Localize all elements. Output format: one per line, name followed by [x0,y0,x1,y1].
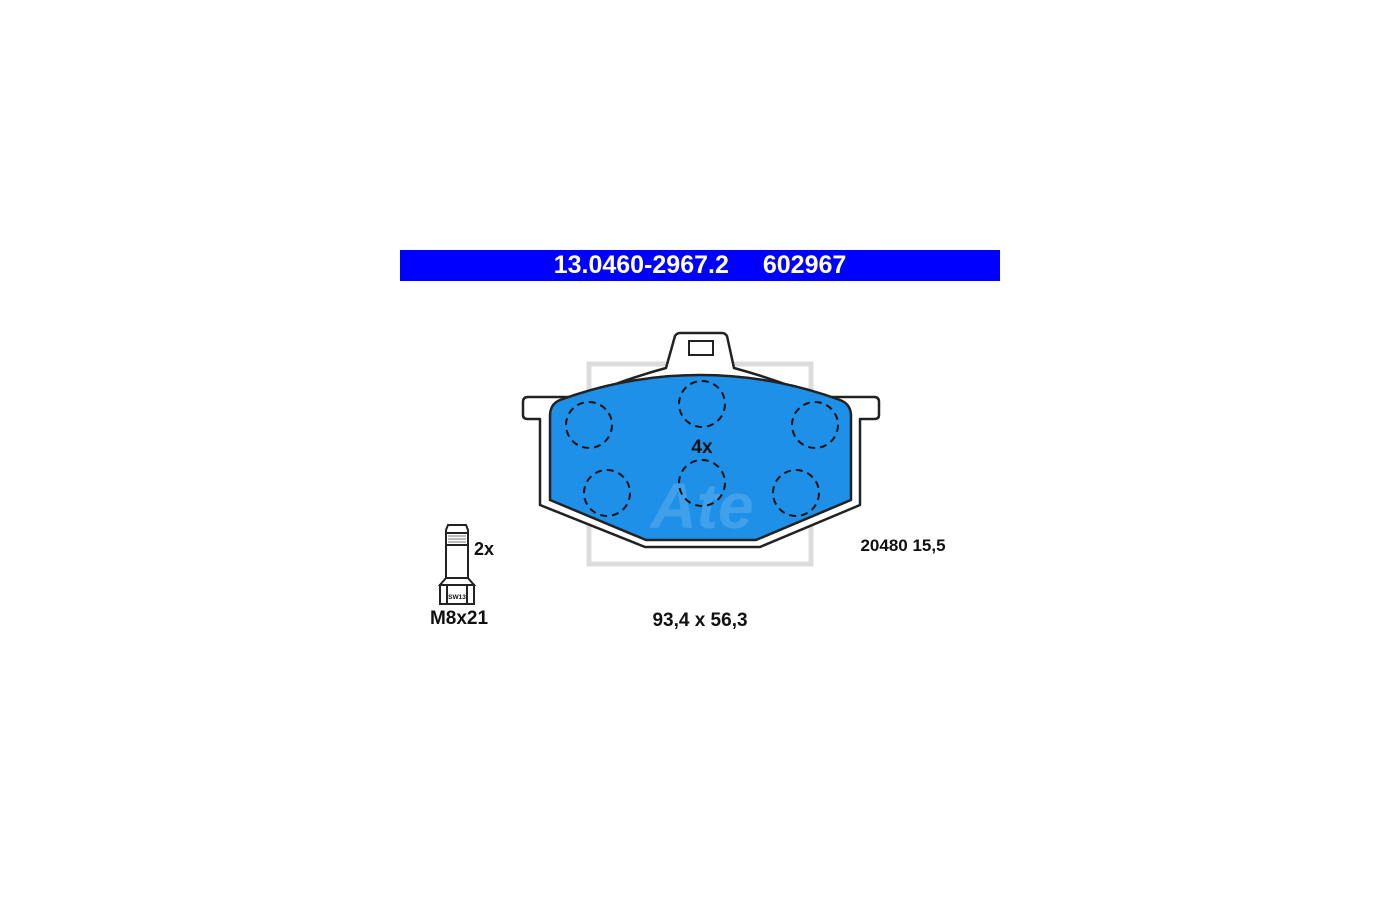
sensor-count-label: 4x [691,437,713,458]
sensor-circle-upper-right [791,401,839,449]
friction-pad [548,373,853,542]
bolt-thread-hatch [448,535,466,543]
sensor-circle-lower-right [772,469,820,517]
sensor-circle-center [678,459,726,507]
sensor-circle-top [678,380,726,428]
tab-hole [688,340,714,356]
sensor-circle-upper-left [565,401,613,449]
bolt-size-label: M8x21 [430,608,489,629]
sensor-circle-lower-left [583,469,631,517]
ref-number: 602967 [762,251,847,279]
pad-dimensions-label: 93,4 x 56,3 [652,610,747,631]
bolt-drawing [437,524,477,605]
part-number: 13.0460-2967.2 [553,251,729,279]
bolt-wrench-label: SW13 [448,594,466,601]
bolt-collar [437,577,477,586]
bolt-count-label: 2x [474,539,494,559]
sensor-circles [565,380,839,517]
bolt-head [439,584,475,605]
wva-thickness-label: 20480 15,5 [860,536,945,555]
part-header: 13.0460-2967.2 602967 [400,250,1000,281]
